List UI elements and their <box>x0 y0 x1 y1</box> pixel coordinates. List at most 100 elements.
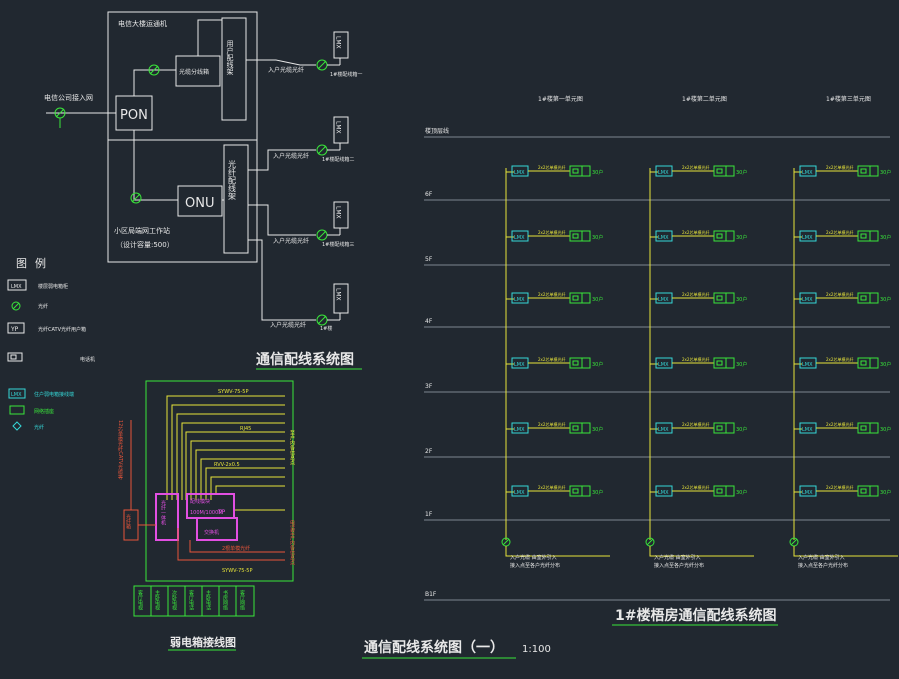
svg-text:LMX: LMX <box>802 490 813 496</box>
svg-text:LMX: LMX <box>335 36 342 49</box>
unit-count-label: 30户 <box>592 426 603 433</box>
fiber-label-3: 入户光缆光纤 <box>273 237 309 245</box>
fiber-label-2: 入户光缆光纤 <box>273 152 309 160</box>
user-box-icon <box>569 230 583 242</box>
riser-cable-label: 2x2芯单模光纤 <box>826 229 853 235</box>
unit-header-2: 1#楼第二单元图 <box>682 95 727 103</box>
floor-label-b1f: B1F <box>425 591 437 598</box>
svg-text:1#楼: 1#楼 <box>320 325 332 332</box>
floor-label-5f: 5F <box>425 256 433 263</box>
floor-label-6f: 6F <box>425 191 433 198</box>
room-frame <box>107 11 258 263</box>
module-fiber-unit <box>155 493 179 541</box>
user-box-icon <box>857 357 871 369</box>
riser-cable-label: 2x2芯单模光纤 <box>538 291 565 297</box>
user-box-icon <box>857 230 871 242</box>
fiber-label-4: 入户光缆光纤 <box>270 321 306 329</box>
unit-count-label: 30户 <box>880 361 891 368</box>
cable-label-4: SYWV-75-5P <box>222 568 252 574</box>
svg-text:客厅电视: 客厅电视 <box>137 589 143 611</box>
fiber-cable-label: 2根单模光纤 <box>222 545 250 552</box>
svg-text:LMX: LMX <box>658 427 669 433</box>
onu-box <box>177 185 223 217</box>
operator-in-label: 电信公司接入网 <box>44 93 93 102</box>
top-floor-label: 楼顶层线 <box>425 127 449 135</box>
svg-text:LMX: LMX <box>335 288 342 301</box>
onu-label: ONU <box>185 196 214 211</box>
user-box-icon <box>713 485 727 497</box>
riser-cable-label: 2x2芯单模光纤 <box>682 356 709 362</box>
riser-cable-label: 2x2芯单模光纤 <box>538 484 565 490</box>
svg-text:交换机: 交换机 <box>204 529 219 536</box>
riser-cable-label: 2x2芯单模光纤 <box>538 229 565 235</box>
unit-count-label: 30户 <box>736 361 747 368</box>
riser-cable-label: 2x2芯单模光纤 <box>826 164 853 170</box>
svg-text:LMX: LMX <box>802 362 813 368</box>
svg-text:LMX: LMX <box>658 170 669 176</box>
unit2-note-2: 接入点至各户光纤分布 <box>654 562 704 569</box>
optical-frame-label: 光纤配线架 <box>228 159 237 201</box>
svg-text:LMX: LMX <box>514 170 525 176</box>
user-box-icon <box>857 165 871 177</box>
unit-count-label: 30户 <box>736 426 747 433</box>
user-box-icon <box>857 422 871 434</box>
unit-count-label: 30户 <box>736 489 747 496</box>
unit-count-label: 30户 <box>880 296 891 303</box>
svg-text:YP: YP <box>10 326 19 333</box>
svg-text:LMX: LMX <box>335 121 342 134</box>
unit-count-label: 30户 <box>880 489 891 496</box>
user-box-icon <box>713 422 727 434</box>
svg-text:光纤箱: 光纤箱 <box>125 513 131 530</box>
user-box-icon <box>713 230 727 242</box>
user-frame-box <box>221 17 247 121</box>
svg-text:1#楼配线箱二: 1#楼配线箱二 <box>322 156 354 163</box>
user-box-icon <box>569 422 583 434</box>
cable-label-2: RJ45 <box>240 426 251 432</box>
building-riser: 1#楼第一单元图 1#楼第二单元图 1#楼第三单元图 楼顶层线 LMX 2x2芯单… <box>424 95 898 601</box>
unit-count-label: 30户 <box>592 489 603 496</box>
svg-text:LMX: LMX <box>658 235 669 241</box>
endpoint-2: LMX 1#楼配线箱二 <box>316 116 354 163</box>
riser-cable-label: 2x2芯单模光纤 <box>682 164 709 170</box>
svg-text:主卧电视: 主卧电视 <box>154 589 160 611</box>
wiring-title: 通信配线系统图 <box>256 351 354 368</box>
svg-text:电话机: 电话机 <box>80 356 95 363</box>
riser-cable-label: 2x2芯单模光纤 <box>826 356 853 362</box>
user-box-icon <box>713 357 727 369</box>
unit-count-label: 30户 <box>592 234 603 241</box>
top-system: 电信大楼运通机 用户配线架 光缆分线箱 PON ONU 光纤配线架 小区局端网工… <box>44 11 362 370</box>
riser-cable-label: 2x2芯单模光纤 <box>826 291 853 297</box>
cable-label-1: SYWV-75-5P <box>218 389 248 395</box>
unit-header-3: 1#楼第三单元图 <box>826 95 871 103</box>
fiber-label-1: 入户光缆光纤 <box>268 66 304 74</box>
svg-text:配线模块: 配线模块 <box>190 498 210 505</box>
riser-cable-label: 2x2芯单模光纤 <box>538 164 565 170</box>
user-box-icon <box>713 165 727 177</box>
community-station-label: 小区局端网工作站 <box>114 226 170 235</box>
main-title: 通信配线系统图（一） <box>364 639 504 656</box>
riser-cable-label: 2x2芯单模光纤 <box>538 421 565 427</box>
svg-text:LMX: LMX <box>658 490 669 496</box>
user-box-icon <box>569 165 583 177</box>
unit1-note-2: 接入点至各户光纤分布 <box>510 562 560 569</box>
riser-cable-label: 2x2芯单模光纤 <box>682 291 709 297</box>
unit-count-label: 30户 <box>880 234 891 241</box>
unit1-note-1: 入户光缆 由室外引入 <box>510 554 557 561</box>
right-vertical-note-2: 电话至户内各信息点 <box>289 519 295 566</box>
right-vertical-note: 至户内各信息点 <box>289 430 295 466</box>
user-box-icon <box>857 485 871 497</box>
svg-text:LMX: LMX <box>514 235 525 241</box>
svg-text:LMX: LMX <box>802 235 813 241</box>
pon-label: PON <box>120 108 148 123</box>
optical-splitter-label: 光缆分线箱 <box>179 68 209 76</box>
box-diagram: SYWV-75-5P RJ45 RVV-2x0.5 光纤一体机 配线模块 100… <box>117 380 295 651</box>
riser-cable-label: 2x2芯单模光纤 <box>682 484 709 490</box>
building-title: 1#楼梧房通信配线系统图 <box>615 607 776 624</box>
svg-text:住户弱电箱接线端: 住户弱电箱接线端 <box>34 391 74 398</box>
endpoint-4: LMX 1#楼 <box>316 283 349 332</box>
svg-text:LMX: LMX <box>802 297 813 303</box>
fiber-joint-icon <box>148 64 160 76</box>
unit-header-1: 1#楼第一单元图 <box>538 95 583 103</box>
legend: 图例 LMX 楼层弱电箱柜 光纤 YP 光纤CATV光纤用户箱 电话机 LMX … <box>7 256 95 431</box>
